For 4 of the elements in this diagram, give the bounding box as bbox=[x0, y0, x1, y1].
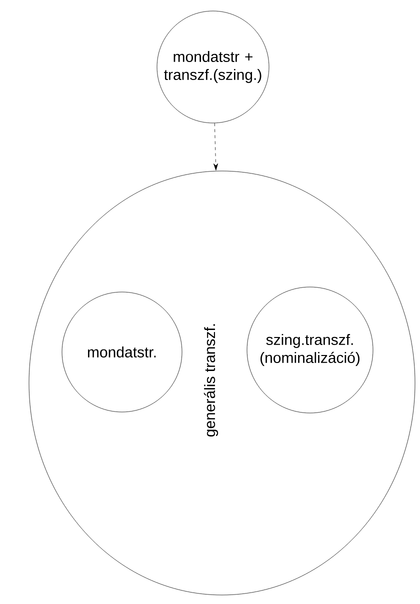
arrow bbox=[214, 122, 218, 170]
circle-node: mondatstr + transzf.(szing.) bbox=[156, 10, 270, 124]
circle-node: szing.transzf. (nominalizáció) bbox=[246, 286, 374, 414]
circle-node: mondatstr. bbox=[62, 292, 182, 412]
